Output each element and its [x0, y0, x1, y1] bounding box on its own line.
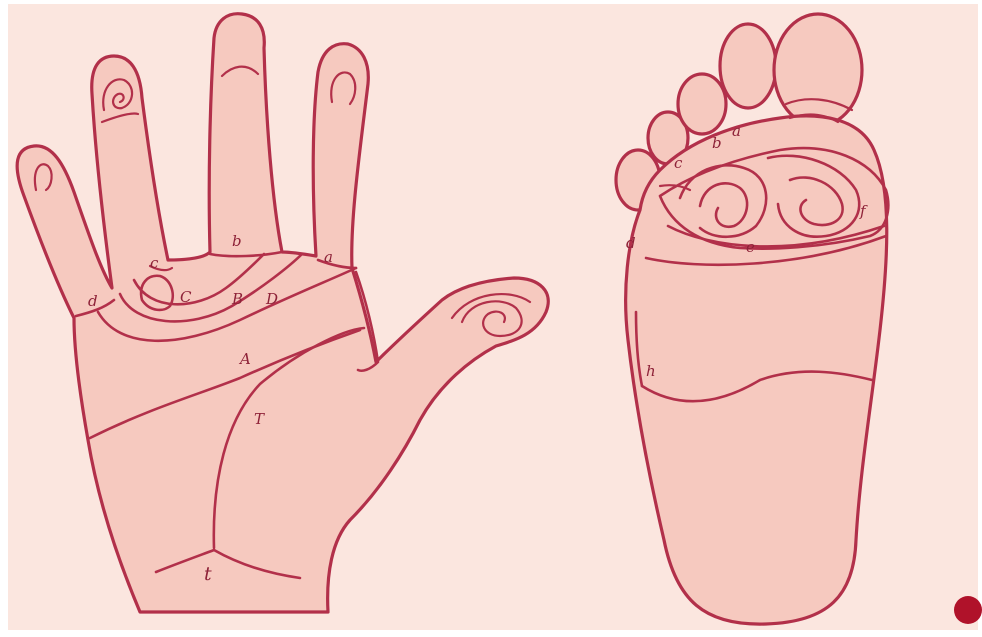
label-a: a [324, 248, 333, 266]
label-foot-d: d [626, 234, 636, 252]
label-foot-h: h [646, 362, 656, 380]
label-foot-e: e [746, 238, 755, 256]
second-toe [720, 24, 776, 108]
label-c: c [150, 254, 159, 272]
label-upper-a: A [238, 350, 251, 368]
label-foot-b: b [712, 134, 722, 152]
corner-dot [954, 596, 982, 624]
label-upper-d: D [265, 290, 278, 308]
label-foot-c: c [674, 154, 683, 172]
label-b: b [232, 232, 242, 250]
third-toe [678, 74, 726, 134]
label-lower-t: t [204, 563, 212, 585]
label-d: d [88, 292, 98, 310]
label-upper-t: T [254, 410, 265, 428]
label-upper-c: C [180, 288, 192, 306]
label-upper-b: B [231, 290, 243, 308]
label-foot-a: a [732, 122, 741, 140]
